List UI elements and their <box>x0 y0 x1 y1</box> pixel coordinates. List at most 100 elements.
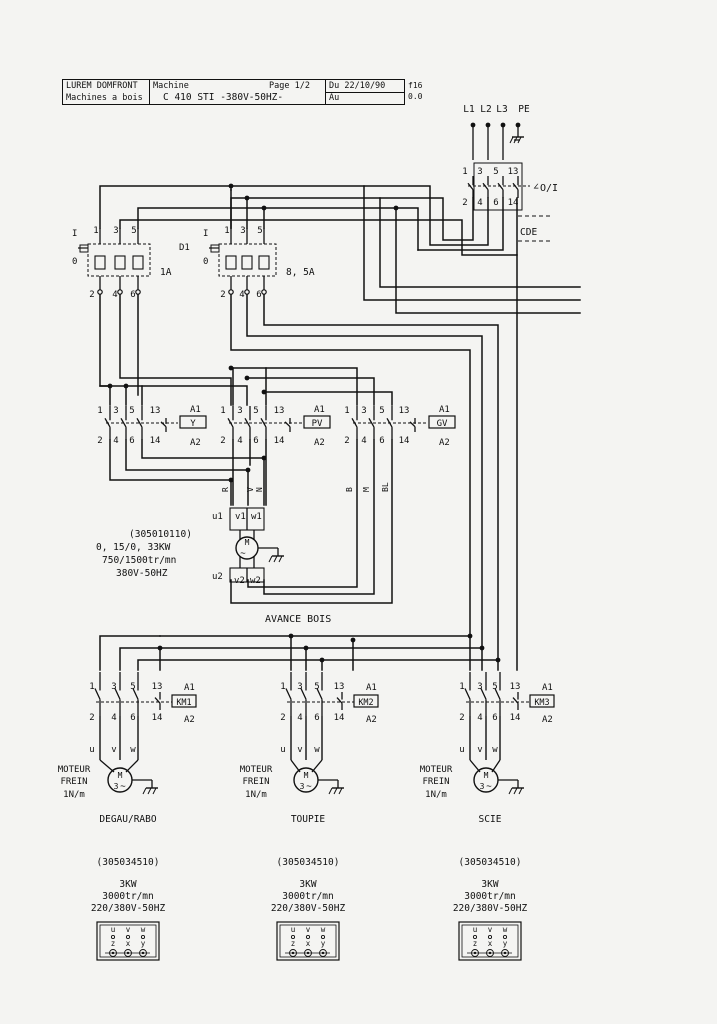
feed-motor-ref: (305010110) <box>129 529 192 540</box>
wire <box>141 439 265 506</box>
brake-label: MOTEUR <box>240 765 273 775</box>
wire <box>263 391 393 406</box>
motor-phase: 3 <box>300 782 305 791</box>
symbol-stroke <box>513 136 518 144</box>
contact-terminal-top: 13 <box>399 406 410 416</box>
coil-box <box>179 415 207 429</box>
coil-a2: A2 <box>542 715 553 725</box>
breaker-terminal-bottom: 4 <box>112 290 117 300</box>
symbol-stroke <box>513 787 518 795</box>
wire <box>119 197 518 256</box>
wire <box>99 385 248 406</box>
coil-a1: A1 <box>190 405 201 415</box>
terminal-plate <box>96 921 160 961</box>
wire-color-b: M <box>362 487 371 492</box>
wire <box>99 293 111 387</box>
wire <box>395 207 581 314</box>
junction-dot <box>107 383 113 389</box>
junction-dot <box>228 183 234 189</box>
motor-power: 3KW <box>119 879 136 890</box>
plate-terminal-top: u <box>111 925 116 934</box>
phase-label-l3: L3 <box>496 104 507 115</box>
motor-terminal: v <box>297 745 302 755</box>
motor-ac: ~ <box>306 782 312 792</box>
motor-terminal: w <box>314 745 320 755</box>
motor-terminal: v <box>477 745 482 755</box>
symbol-stroke <box>518 787 523 795</box>
terminal-plate <box>458 921 522 961</box>
machine-value: C 410 STI -380V-50HZ- <box>163 92 284 103</box>
symbol-stroke <box>464 688 471 700</box>
junction-dot <box>245 467 251 473</box>
plate-terminal-bottom: y <box>141 939 146 948</box>
symbol-stroke <box>517 136 522 144</box>
thermal-element <box>94 255 106 270</box>
wire <box>137 197 504 251</box>
contact-terminal-top: 1 <box>89 682 94 692</box>
motor-ac: ~ <box>240 549 246 559</box>
symbol-stroke <box>142 787 147 795</box>
contact-terminal-bottom: 14 <box>510 713 521 723</box>
company-name: LUREM DOMFRONT <box>66 81 138 91</box>
wire <box>99 635 471 671</box>
terminal-ring <box>228 289 234 295</box>
coil-a1: A1 <box>184 683 195 693</box>
coil-a1: A1 <box>439 405 450 415</box>
symbol-stroke <box>316 688 323 700</box>
symbol-stroke <box>333 787 338 795</box>
plate-terminal-bottom: y <box>503 939 508 948</box>
plate-terminal-bottom: x <box>126 939 131 948</box>
plate-stud <box>125 934 131 940</box>
coil-label: Y <box>190 419 196 429</box>
brake-label: FREIN <box>422 777 449 787</box>
breaker-off-label: 0 <box>72 257 77 267</box>
contact-terminal-bottom: 6 <box>314 713 319 723</box>
plate-stud <box>110 934 116 940</box>
wire-color-a: V <box>246 487 255 492</box>
motor-terminal-top: v1 <box>235 512 246 522</box>
wire-color-a: R <box>221 487 230 492</box>
symbol-stroke <box>132 688 139 700</box>
machine-label: Machine <box>153 81 189 91</box>
wire <box>263 439 375 595</box>
motor-speed: 3000tr/mn <box>464 891 515 902</box>
breaker-terminal-bottom: 4 <box>239 290 244 300</box>
contact-terminal-top: 13 <box>152 682 163 692</box>
wire-color-b: B <box>345 487 354 492</box>
plate-terminal-bottom: z <box>473 939 478 948</box>
phase-label-pe: PE <box>518 104 530 115</box>
switch-actuator: ∠ <box>533 182 539 193</box>
breaker-handle <box>79 244 89 253</box>
junction-dot <box>495 657 501 663</box>
junction-dot <box>350 637 356 643</box>
motor-m: M <box>245 538 250 547</box>
control-label: CDE <box>520 227 537 238</box>
junction-dot <box>479 645 485 651</box>
contact-terminal-top: 3 <box>111 682 116 692</box>
contact-terminal-top: 1 <box>280 682 285 692</box>
motor-terminal: v <box>111 745 116 755</box>
wire <box>125 439 249 506</box>
symbol-stroke <box>508 787 513 795</box>
junction-dot <box>319 657 325 663</box>
contact-terminal-top: 3 <box>113 406 118 416</box>
plate-stud <box>472 934 478 940</box>
coil-a1: A1 <box>314 405 325 415</box>
contact-terminal-bottom: 2 <box>97 436 102 446</box>
symbol-stroke <box>336 697 343 704</box>
junction-dot <box>228 477 234 483</box>
breaker-off-label: 0 <box>203 257 208 267</box>
wire <box>119 647 483 671</box>
brake-label: FREIN <box>242 777 269 787</box>
junction-dot <box>244 375 250 381</box>
contact-terminal-top: 1 <box>97 406 102 416</box>
terminal-ring <box>244 289 250 295</box>
motor-terminal-top: u1 <box>212 512 223 522</box>
motor-speed: 3000tr/mn <box>102 891 153 902</box>
junction-dot <box>228 365 234 371</box>
motor-phase: 3 <box>114 782 119 791</box>
motor-terminal: w <box>130 745 136 755</box>
contact-terminal-bottom: 14 <box>152 713 163 723</box>
brake-label: MOTEUR <box>58 765 91 775</box>
